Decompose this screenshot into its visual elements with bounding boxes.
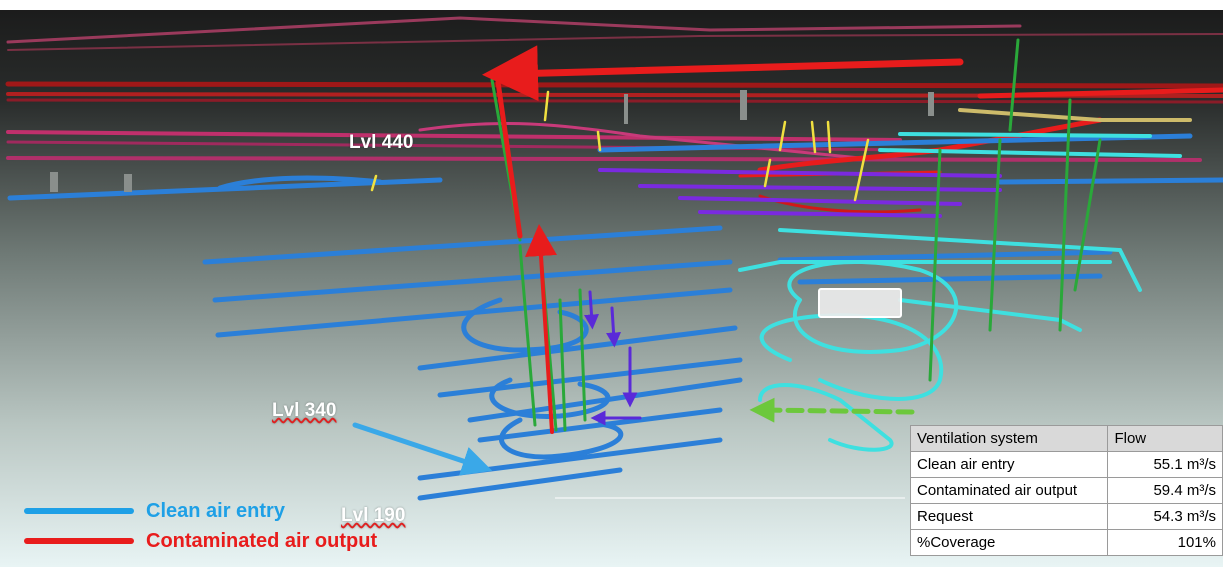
legend-swatch-contaminated [24, 538, 134, 544]
row-flow: 54.3 m³/s [1107, 503, 1223, 530]
downcast-arrow-1 [584, 290, 599, 330]
level-label-440: Lvl 440 [349, 132, 414, 153]
downcast-arrow-2 [606, 306, 622, 348]
clean-air-inflow-arrow [352, 422, 493, 476]
obscured-label [818, 288, 902, 318]
contaminated-exhaust-arrow [482, 45, 964, 102]
row-system: Contaminated air output [909, 477, 1109, 504]
legend-item-clean-air: Clean air entry [24, 496, 377, 526]
flow-arrows [352, 45, 964, 476]
row-flow: 59.4 m³/s [1107, 477, 1223, 504]
top-frame [0, 0, 1223, 10]
shafts [490, 38, 1102, 432]
infrastructure-posts [50, 90, 934, 192]
cyan-inflow-arrow [749, 397, 915, 423]
level-label-190: Lvl 190 [341, 505, 406, 526]
legend: Clean air entry Contaminated air output [24, 496, 377, 556]
row-system: Clean air entry [909, 451, 1109, 478]
lower-return-shaft [525, 224, 557, 434]
table-header-row: Ventilation system Flow [909, 425, 1223, 452]
header-ventilation-system: Ventilation system [909, 425, 1109, 452]
cyan-level-tunnels [738, 132, 1182, 452]
table-row: %Coverage 101% [909, 529, 1223, 556]
header-flow: Flow [1107, 425, 1223, 452]
level-label-340: Lvl 340 [272, 400, 337, 421]
table-row: Contaminated air output 59.4 m³/s [909, 477, 1223, 504]
legend-item-contaminated-air: Contaminated air output [24, 526, 377, 556]
row-flow: 101% [1107, 529, 1223, 556]
legend-label-clean: Clean air entry [146, 499, 285, 522]
purple-level-tunnels [598, 168, 1002, 218]
main-return-shaft [495, 79, 523, 239]
table-row: Request 54.3 m³/s [909, 503, 1223, 530]
legend-label-contaminated: Contaminated air output [146, 529, 378, 552]
raises [370, 90, 870, 202]
table-row: Clean air entry 55.1 m³/s [909, 451, 1223, 478]
upper-level-tunnels [5, 16, 1223, 162]
row-system: Request [909, 503, 1109, 530]
legend-swatch-clean [24, 508, 134, 514]
row-system: %Coverage [909, 529, 1109, 556]
ventilation-table: Ventilation system Flow Clean air entry … [909, 425, 1223, 556]
row-flow: 55.1 m³/s [1107, 451, 1223, 478]
